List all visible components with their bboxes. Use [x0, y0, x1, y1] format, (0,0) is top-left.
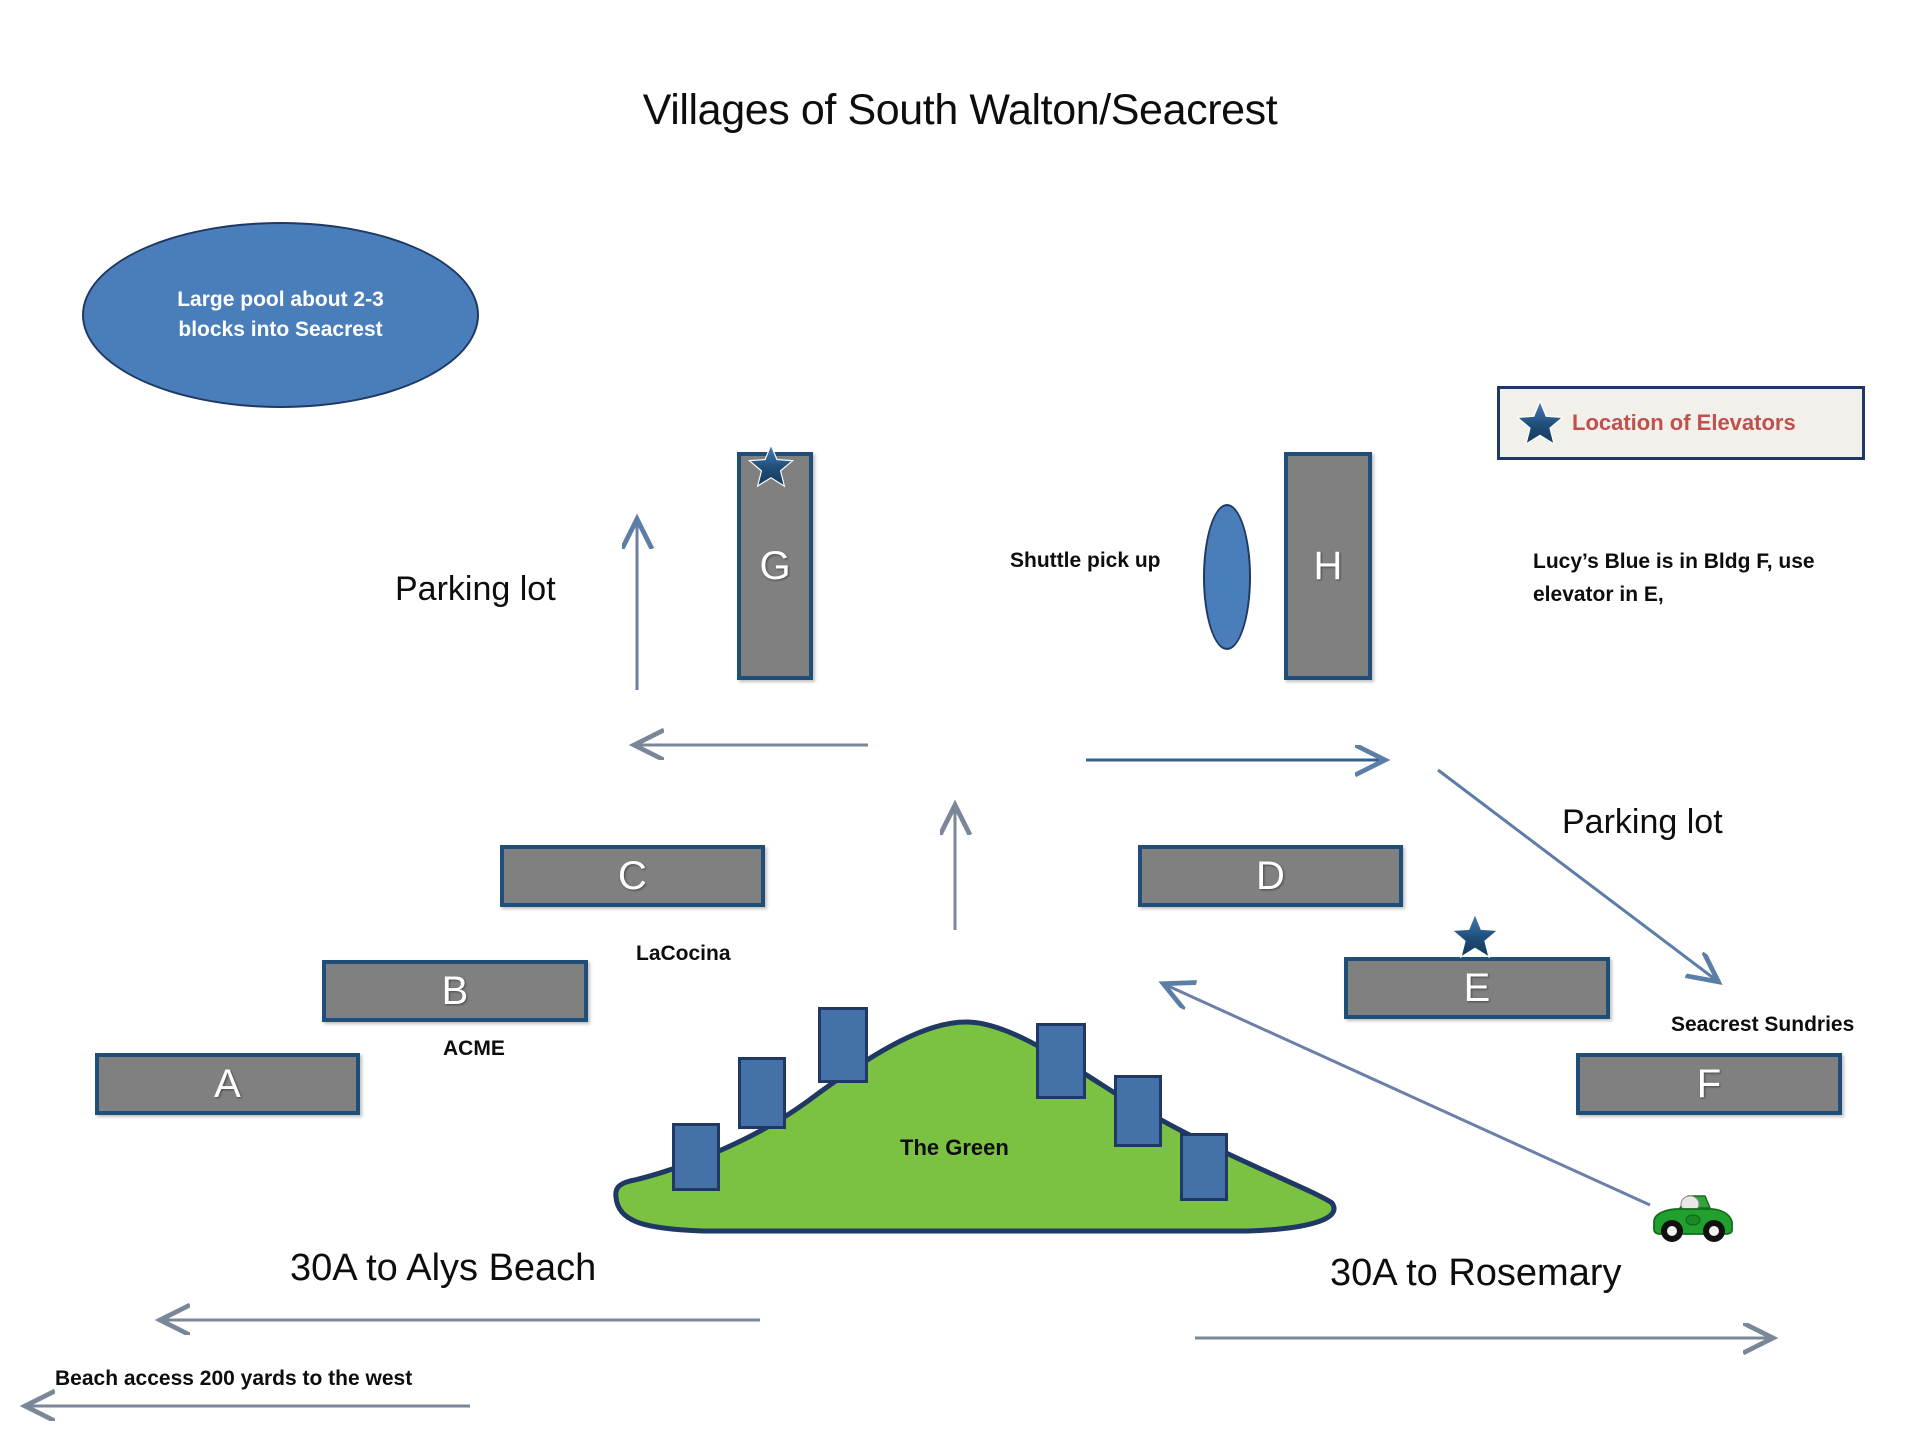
building-e-letter: E: [1463, 965, 1491, 1010]
large-pool-shape: Large pool about 2-3 blocks into Seacres…: [82, 222, 479, 408]
seacrest-sundries-label: Seacrest Sundries: [1671, 1013, 1855, 1036]
building-e[interactable]: E: [1344, 957, 1610, 1019]
star-icon-building-g: [748, 444, 794, 488]
building-h[interactable]: H: [1284, 452, 1372, 680]
building-c[interactable]: C: [500, 845, 765, 907]
green-pad: [1036, 1023, 1086, 1099]
legend-label: Location of Elevators: [1572, 410, 1796, 435]
green-pad: [1180, 1133, 1228, 1201]
building-g-letter: G: [759, 543, 791, 588]
parking-lot-right-label: Parking lot: [1562, 803, 1723, 841]
the-green-label: The Green: [900, 1135, 1009, 1160]
page-title: Villages of South Walton/Seacrest: [642, 86, 1278, 134]
building-b-letter: B: [441, 968, 469, 1013]
shuttle-stop-shape: [1203, 504, 1251, 650]
building-f-letter: F: [1696, 1061, 1722, 1106]
legend-box: Location of Elevators: [1497, 386, 1865, 460]
green-pad: [1114, 1075, 1162, 1147]
building-d-letter: D: [1256, 853, 1285, 898]
road-rosemary-label: 30A to Rosemary: [1330, 1252, 1622, 1294]
shuttle-pickup-label: Shuttle pick up: [1010, 549, 1161, 572]
elevator-note-line-2: elevator in E,: [1533, 583, 1664, 606]
elevator-note: Lucy’s Blue is in Bldg F, use elevator i…: [1533, 545, 1853, 611]
building-d[interactable]: D: [1138, 845, 1403, 907]
building-f[interactable]: F: [1576, 1053, 1842, 1115]
star-icon: [1516, 400, 1564, 446]
building-h-letter: H: [1313, 543, 1343, 588]
green-pad: [738, 1057, 786, 1129]
building-b[interactable]: B: [322, 960, 588, 1022]
building-a-letter: A: [214, 1061, 241, 1106]
the-green-shape: [608, 975, 1368, 1235]
road-alys-beach-label: 30A to Alys Beach: [290, 1247, 597, 1289]
building-c-letter: C: [618, 853, 647, 898]
lacocina-label: LaCocina: [636, 942, 731, 965]
large-pool-label: Large pool about 2-3 blocks into Seacres…: [177, 288, 384, 341]
car-icon: [1650, 1192, 1736, 1244]
acme-label: ACME: [443, 1037, 505, 1060]
elevator-note-line-1: Lucy’s Blue is in Bldg F, use: [1533, 550, 1815, 573]
building-a[interactable]: A: [95, 1053, 360, 1115]
parking-lot-left-label: Parking lot: [395, 570, 556, 608]
beach-access-note: Beach access 200 yards to the west: [55, 1367, 413, 1390]
star-icon-building-e: [1451, 913, 1499, 959]
building-g[interactable]: G: [737, 452, 813, 680]
green-pad: [818, 1007, 868, 1083]
green-pad: [672, 1123, 720, 1191]
